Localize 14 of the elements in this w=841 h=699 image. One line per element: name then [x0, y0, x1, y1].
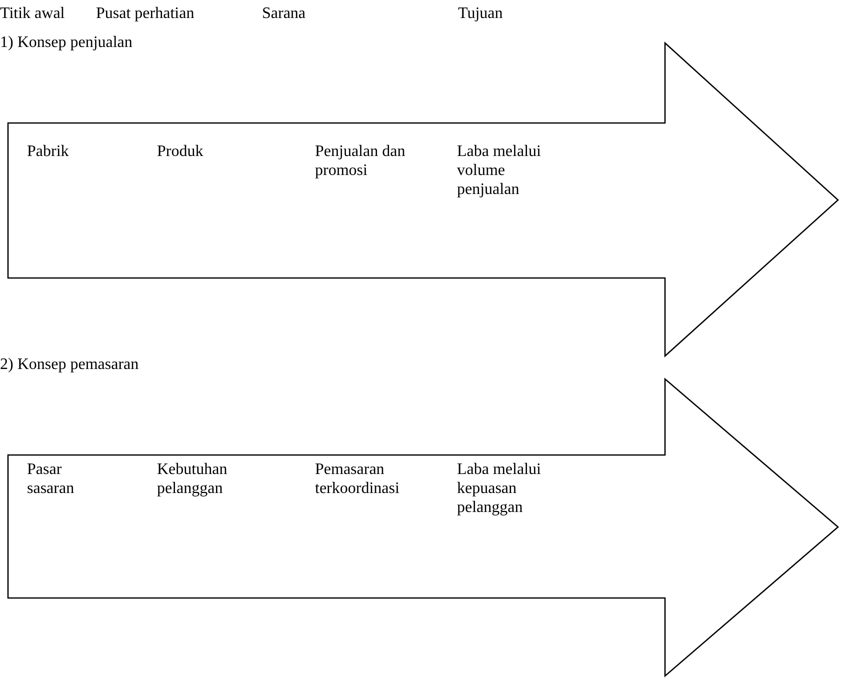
column-heading: Titik awal	[0, 4, 65, 23]
stage-text: Produk	[157, 142, 204, 161]
stage-text: Pemasaran terkoordinasi	[315, 460, 400, 498]
column-heading: Tujuan	[458, 4, 503, 23]
column-heading: Sarana	[262, 4, 306, 23]
stage-text: Laba melalui volume penjualan	[457, 142, 542, 199]
stage-text: Laba melalui kepuasan pelanggan	[457, 460, 542, 517]
stage-text: Kebutuhan pelanggan	[157, 460, 228, 498]
section-heading: 2) Konsep pemasaran	[0, 355, 139, 374]
column-heading: Pusat perhatian	[96, 4, 194, 23]
section-heading: 1) Konsep penjualan	[0, 33, 132, 52]
stage-text: Pabrik	[27, 142, 70, 161]
stage-text: Penjualan dan promosi	[315, 142, 406, 180]
stage-text: Pasar sasaran	[27, 460, 76, 498]
